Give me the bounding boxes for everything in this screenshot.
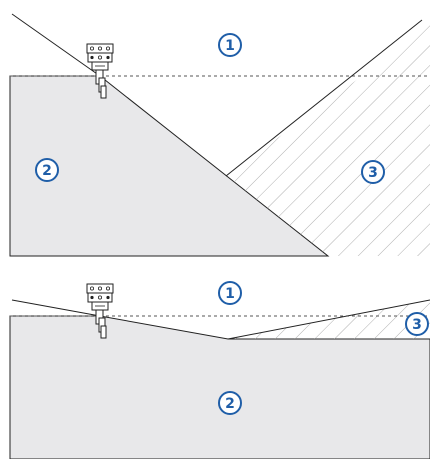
callout-label: 1	[225, 38, 235, 54]
callout-label: 3	[368, 165, 378, 181]
steep-hull-panel: 1 2 3	[9, 13, 430, 257]
slope-line-left	[11, 13, 101, 77]
callout-1: 1	[218, 281, 242, 305]
callout-label: 2	[42, 163, 52, 179]
slope-line-right	[225, 19, 423, 177]
slope-line-right	[227, 299, 430, 340]
callout-3: 3	[361, 160, 385, 184]
hatched-region	[226, 20, 430, 256]
slope-line-left	[11, 299, 101, 317]
callout-2: 2	[218, 391, 242, 415]
callout-2: 2	[35, 158, 59, 182]
flat-hull-panel: 1 2 3	[9, 281, 430, 459]
callout-1: 1	[218, 33, 242, 57]
callout-label: 3	[412, 317, 422, 333]
callout-label: 2	[225, 396, 235, 412]
callout-label: 1	[225, 286, 235, 302]
callout-3: 3	[405, 312, 429, 336]
